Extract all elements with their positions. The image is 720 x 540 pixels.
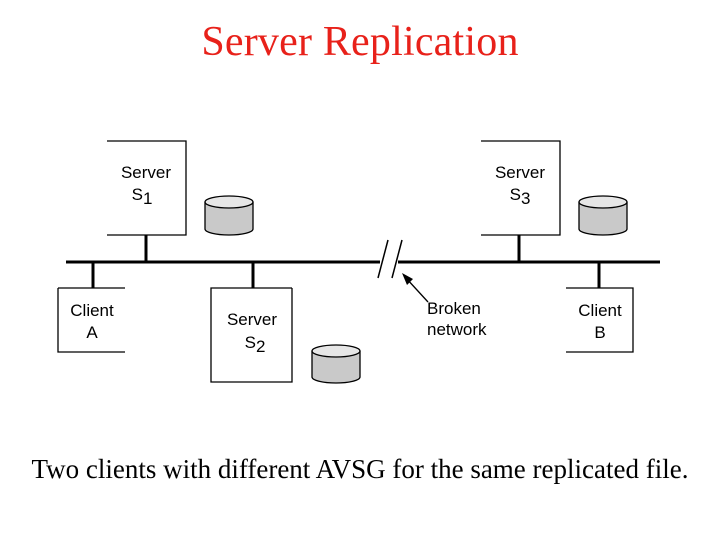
slide-caption: Two clients with different AVSG for the … [31, 454, 689, 484]
server-s2-name: S [245, 333, 256, 352]
disk-s3-icon [578, 195, 628, 236]
slide-title: Server Replication [201, 19, 519, 65]
break-mark-left [377, 239, 389, 279]
server-s2-label: Server [227, 310, 277, 329]
server-s2-subscript: 2 [256, 337, 265, 356]
disk-s2-icon [311, 344, 361, 384]
server-s1-name: S [132, 185, 143, 204]
broken-network-annotation: Broken network [402, 273, 487, 339]
broken-network-line2: network [427, 320, 487, 339]
client-b-node: Client B [566, 287, 634, 353]
svg-text:S1: S1 [132, 185, 153, 208]
server-s3-label: Server [495, 163, 545, 182]
break-mark-right [391, 239, 403, 279]
server-s3-name: S [510, 185, 521, 204]
server-s1-subscript: 1 [143, 189, 152, 208]
server-s3-node: Server S3 [481, 140, 561, 236]
disk-s1-icon [204, 195, 254, 236]
server-s2-node: Server S2 [210, 287, 293, 383]
broken-network-line1: Broken [427, 299, 481, 318]
client-a-name: A [86, 323, 98, 342]
client-a-node: Client A [57, 287, 125, 353]
client-b-name: B [594, 323, 605, 342]
server-s3-subscript: 3 [521, 189, 530, 208]
client-a-label: Client [70, 301, 114, 320]
client-b-label: Client [578, 301, 622, 320]
server-s1-label: Server [121, 163, 171, 182]
svg-text:S3: S3 [510, 185, 531, 208]
svg-text:S2: S2 [245, 333, 266, 356]
server-s1-node: Server S1 [107, 140, 187, 236]
